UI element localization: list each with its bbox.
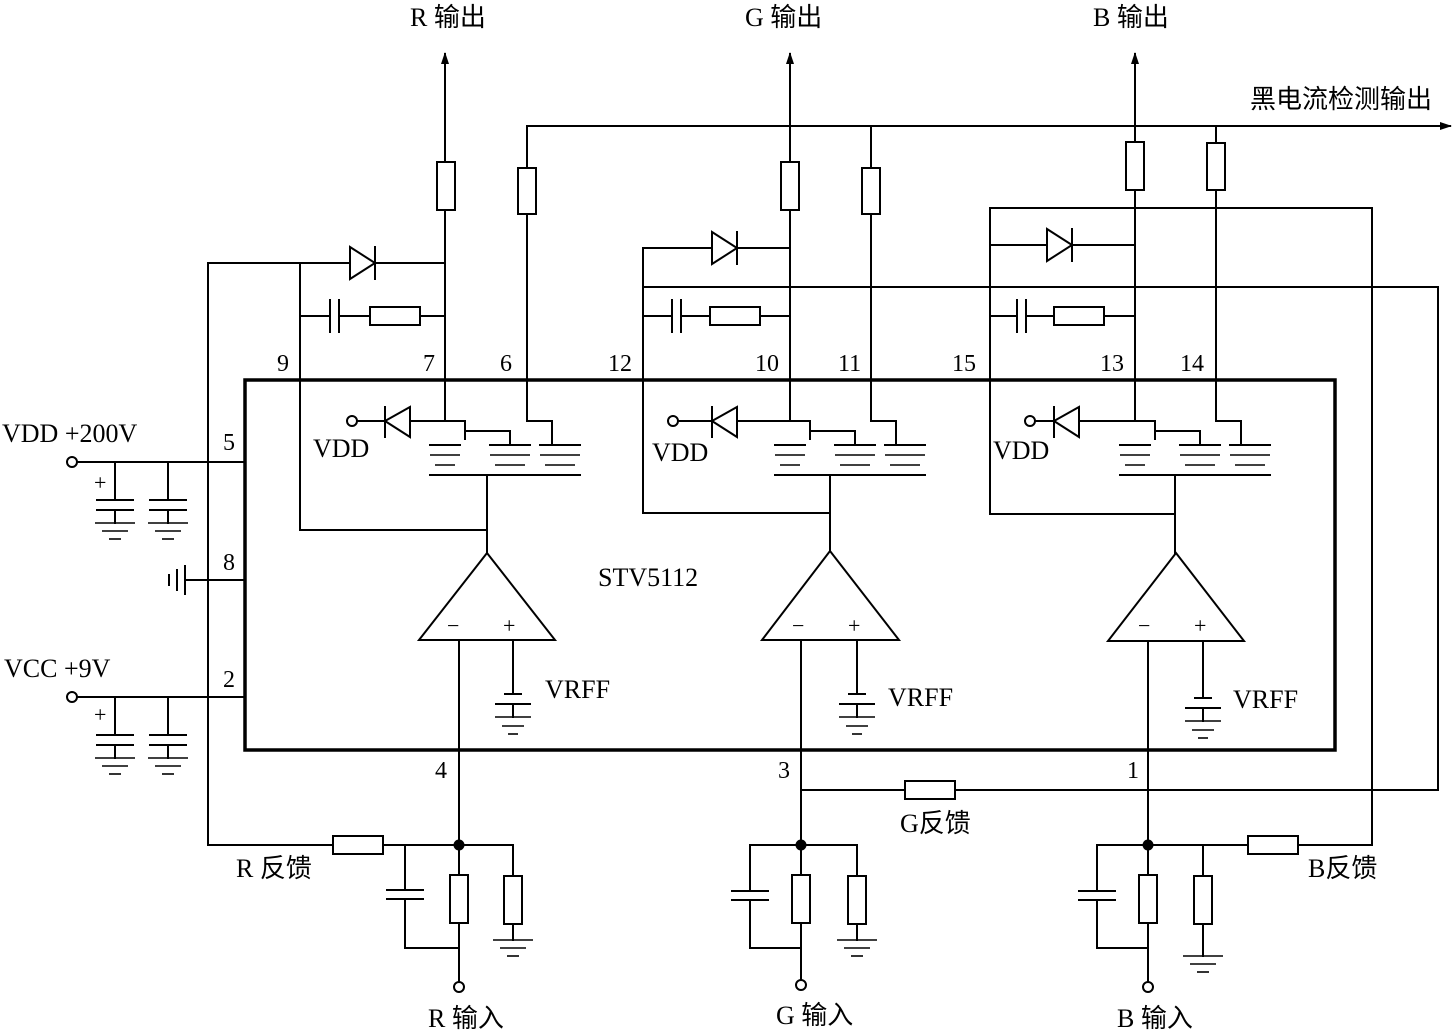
pin-5: 5	[223, 430, 235, 456]
r-vrff-label: VRFF	[545, 675, 610, 704]
g-opamp	[759, 549, 902, 751]
pin-10: 10	[755, 351, 779, 377]
g-feedback-loop	[642, 286, 1439, 800]
chip-name: STV5112	[598, 563, 698, 592]
pin-9: 9	[277, 351, 289, 377]
black-current-output-label: 黑电流检测输出	[1250, 85, 1432, 114]
b-channel-top	[989, 141, 1373, 846]
r-channel-top	[207, 161, 537, 531]
b-vrff-label: VRFF	[1233, 685, 1298, 714]
pin-14: 14	[1180, 351, 1204, 377]
r-feedback-label: R 反馈	[236, 854, 312, 883]
pin-11: 11	[838, 351, 861, 377]
b-opamp-minus: −	[1138, 613, 1150, 638]
b-vdd-label: VDD	[993, 436, 1049, 465]
vdd-supply: +	[66, 456, 246, 540]
b-feedback-label: B反馈	[1308, 854, 1377, 883]
g-input-network	[731, 749, 878, 991]
g-output-stage	[667, 379, 926, 554]
r-output-stage	[346, 379, 581, 554]
g-output-label: G 输出	[745, 3, 822, 32]
g-load-resistor	[780, 161, 800, 211]
pin-15: 15	[952, 351, 976, 377]
g-channel-top	[642, 161, 881, 514]
g-vdd-label: VDD	[652, 438, 708, 467]
b-load-resistor	[1125, 141, 1145, 191]
pin-12: 12	[608, 351, 632, 377]
pin-2: 2	[223, 667, 235, 693]
b-output-stage	[1024, 379, 1271, 554]
pin-6: 6	[500, 351, 512, 377]
pin-3: 3	[778, 758, 790, 784]
pin-1: 1	[1127, 758, 1139, 784]
r-output-label: R 输出	[410, 3, 486, 32]
g-vrff-label: VRFF	[888, 683, 953, 712]
svg-text:+: +	[94, 702, 106, 727]
g-opamp-plus: +	[848, 613, 860, 638]
b-opamp-plus: +	[1194, 613, 1206, 638]
r-load-resistor	[436, 161, 456, 211]
r-opamp-plus: +	[503, 613, 515, 638]
pin-13: 13	[1100, 351, 1124, 377]
ground-pin8	[168, 565, 246, 595]
r-input-network	[207, 262, 534, 993]
b-sense-resistor	[1206, 142, 1226, 191]
g-opamp-minus: −	[792, 613, 804, 638]
b-opamp	[1105, 551, 1247, 751]
r-opamp-minus: −	[447, 613, 459, 638]
b-output-label: B 输出	[1093, 3, 1169, 32]
r-vdd-label: VDD	[313, 434, 369, 463]
pin-8: 8	[223, 550, 235, 576]
svg-text:+: +	[94, 470, 106, 495]
b-input-network	[1078, 749, 1373, 993]
r-sense-resistor	[517, 167, 537, 215]
pin-4: 4	[435, 758, 447, 784]
g-feedback-label: G反馈	[900, 809, 971, 838]
g-input-label: G 输入	[776, 1001, 853, 1030]
vdd-supply-label: VDD +200V	[2, 419, 137, 448]
black-current-bus	[526, 122, 1452, 169]
b-input-label: B 输入	[1117, 1004, 1193, 1033]
pin-7: 7	[423, 351, 435, 377]
g-sense-resistor	[861, 167, 881, 215]
vcc-supply-label: VCC +9V	[4, 654, 111, 683]
r-input-label: R 输入	[428, 1004, 504, 1033]
r-opamp	[416, 551, 558, 751]
vcc-supply: +	[66, 691, 246, 775]
